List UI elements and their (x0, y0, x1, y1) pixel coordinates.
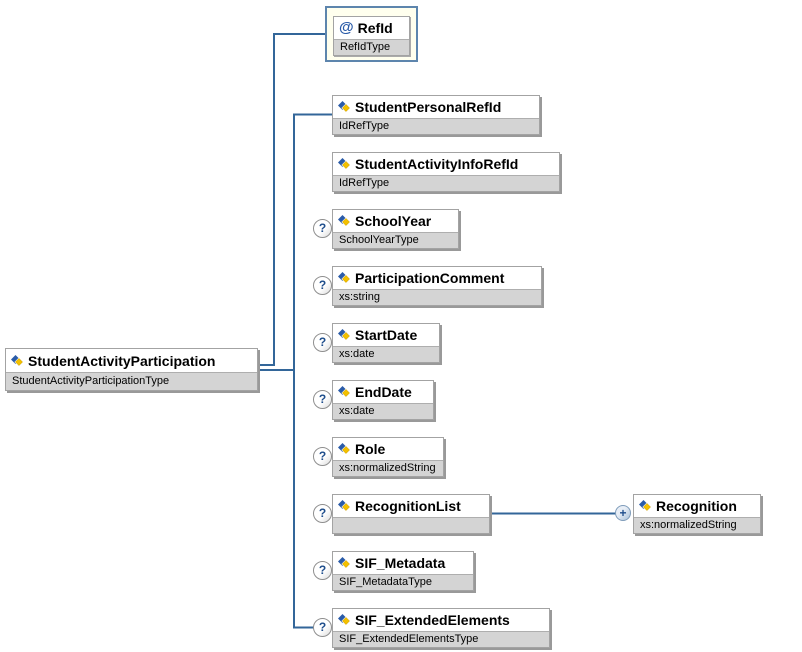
element-name: StudentActivityInfoRefId (355, 156, 519, 172)
question-icon: ? (313, 504, 332, 523)
element-name-row: SIF_ExtendedElements (333, 609, 549, 631)
element-type: SchoolYearType (333, 232, 458, 248)
element-box-role[interactable]: Role xs:normalizedString (332, 437, 444, 477)
attribute-name-row: @ RefId (334, 17, 409, 39)
element-icon (338, 557, 351, 569)
attribute-box[interactable]: @ RefId RefIdType (333, 16, 410, 56)
element-icon-glyph (338, 614, 351, 626)
element-name: SIF_Metadata (355, 555, 446, 571)
element-name: ParticipationComment (355, 270, 505, 286)
element-type: xs:normalizedString (333, 460, 443, 476)
question-icon: ? (313, 219, 332, 238)
element-icon-glyph (338, 386, 351, 398)
question-icon: ? (313, 561, 332, 580)
element-icon (338, 614, 351, 626)
plus-icon: + (615, 505, 631, 521)
element-icon-glyph (338, 557, 351, 569)
element-icon (639, 500, 652, 512)
element-type: SIF_ExtendedElementsType (333, 631, 549, 647)
element-icon (338, 158, 351, 170)
question-icon: ? (313, 390, 332, 409)
element-name: RecognitionList (355, 498, 461, 514)
element-name-row: ParticipationComment (333, 267, 541, 289)
attribute-at-icon: @ (339, 19, 354, 36)
question-icon: ? (313, 618, 332, 637)
element-type: xs:date (333, 346, 439, 362)
element-icon-glyph (338, 101, 351, 113)
element-icon (338, 443, 351, 455)
element-icon (338, 500, 351, 512)
element-name-row: StudentPersonalRefId (333, 96, 539, 118)
element-icon-glyph (338, 272, 351, 284)
element-name-row: SIF_Metadata (333, 552, 473, 574)
element-name-row: EndDate (333, 381, 433, 403)
element-name: SchoolYear (355, 213, 432, 229)
root-element-box[interactable]: StudentActivityParticipation StudentActi… (5, 348, 258, 391)
element-name: StudentActivityParticipation (28, 352, 216, 369)
element-name: EndDate (355, 384, 412, 400)
element-icon-glyph (338, 158, 351, 170)
element-name-row: StudentActivityParticipation (6, 349, 257, 372)
question-icon: ? (313, 447, 332, 466)
element-type: IdRefType (333, 118, 539, 134)
element-box-participationcomment[interactable]: ParticipationComment xs:string (332, 266, 542, 306)
element-icon (338, 272, 351, 284)
element-icon-glyph (338, 443, 351, 455)
question-icon: ? (313, 333, 332, 352)
element-box-enddate[interactable]: EndDate xs:date (332, 380, 434, 420)
element-box-recognition[interactable]: Recognition xs:normalizedString (633, 494, 761, 534)
question-icon: ? (313, 276, 332, 295)
element-type: xs:string (333, 289, 541, 305)
element-name-row: SchoolYear (333, 210, 458, 232)
element-icon-glyph (11, 354, 24, 366)
element-name-row: StudentActivityInfoRefId (333, 153, 559, 175)
element-box-startdate[interactable]: StartDate xs:date (332, 323, 440, 363)
element-type: IdRefType (333, 175, 559, 191)
element-icon-glyph (338, 329, 351, 341)
attribute-container: @ RefId RefIdType (325, 6, 418, 62)
element-name: SIF_ExtendedElements (355, 612, 510, 628)
element-icon (11, 354, 24, 367)
element-type: SIF_MetadataType (333, 574, 473, 590)
element-name: Recognition (656, 498, 737, 514)
element-box-recognitionlist[interactable]: RecognitionList (332, 494, 490, 534)
element-type: StudentActivityParticipationType (6, 372, 257, 390)
element-name: StartDate (355, 327, 418, 343)
element-type (333, 517, 489, 533)
element-icon-glyph (338, 500, 351, 512)
element-name: StudentPersonalRefId (355, 99, 502, 115)
element-type: xs:normalizedString (634, 517, 760, 533)
element-icon-glyph (338, 215, 351, 227)
element-icon (338, 215, 351, 227)
element-icon (338, 386, 351, 398)
element-icon (338, 101, 351, 113)
element-name-row: RecognitionList (333, 495, 489, 517)
element-name: Role (355, 441, 386, 457)
element-icon (338, 329, 351, 341)
attribute-name: RefId (357, 20, 393, 36)
element-name-row: Recognition (634, 495, 760, 517)
element-name-row: StartDate (333, 324, 439, 346)
element-name-row: Role (333, 438, 443, 460)
attribute-type: RefIdType (334, 39, 409, 55)
element-type: xs:date (333, 403, 433, 419)
element-icon-glyph (639, 500, 652, 512)
